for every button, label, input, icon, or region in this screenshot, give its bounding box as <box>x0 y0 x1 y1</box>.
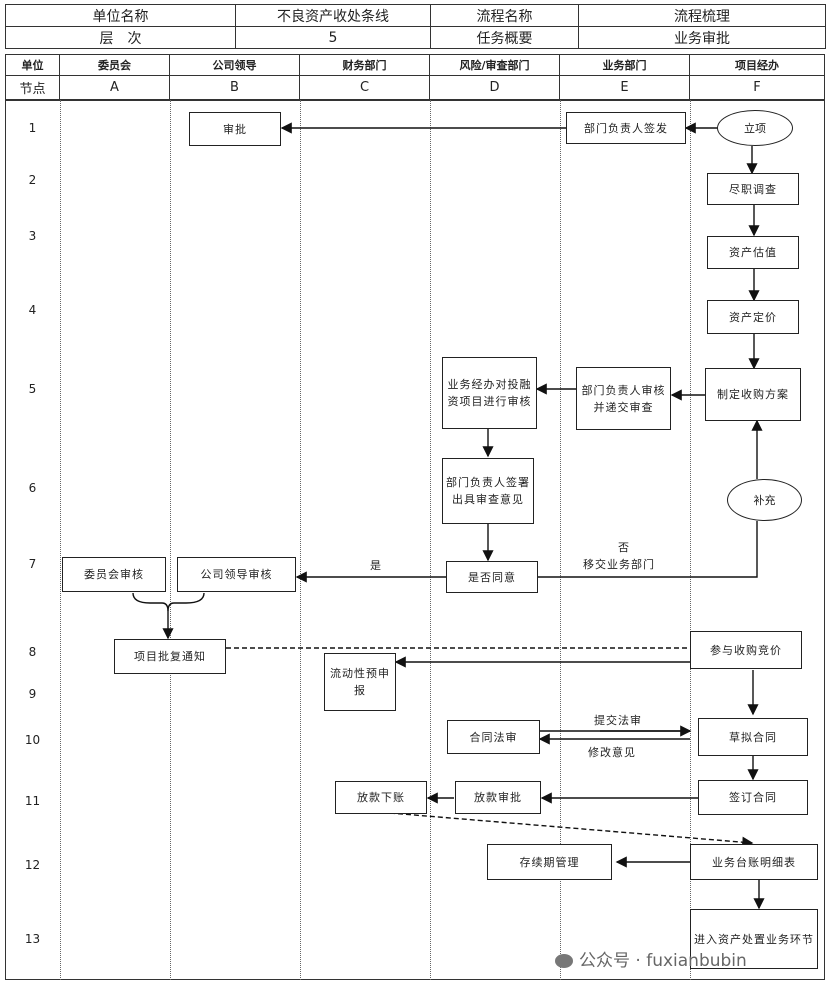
risk-head-opinion-box: 部门负责人签署出具审查意见 <box>442 458 534 524</box>
lane-divider <box>690 100 691 980</box>
node-number: 11 <box>24 794 41 808</box>
disposal-box: 进入资产处置业务环节 <box>690 909 818 969</box>
row-node-label: 节点 <box>5 76 60 100</box>
bidding-box: 参与收购竞价 <box>690 631 802 669</box>
disbursement-review-box: 放款审批 <box>455 781 541 814</box>
task-label: 任务概要 <box>430 26 579 49</box>
acquisition-plan-box: 制定收购方案 <box>705 368 801 421</box>
risk-review-box: 业务经办对投融资项目进行审核 <box>442 357 537 429</box>
due-diligence-box: 尽职调查 <box>707 173 799 205</box>
leader-review-box: 公司领导审核 <box>177 557 296 592</box>
row-letter-a: A <box>60 76 170 100</box>
node-number: 9 <box>28 687 37 701</box>
lane-divider <box>170 100 171 980</box>
asset-pricing-box: 资产定价 <box>707 300 799 334</box>
liquidity-box: 流动性预申报 <box>324 653 396 711</box>
holding-mgmt-box: 存续期管理 <box>487 844 612 880</box>
task-value: 业务审批 <box>578 26 826 49</box>
level-label: 层 次 <box>5 26 236 49</box>
node-number: 7 <box>28 557 37 571</box>
row-letter-c: C <box>300 76 430 100</box>
dept-head-review-box: 部门负责人审核并递交审查 <box>576 367 671 430</box>
flow-frame <box>5 100 825 980</box>
sign-contract-box: 签订合同 <box>698 780 808 815</box>
node-number: 4 <box>28 303 37 317</box>
node-number: 8 <box>28 645 37 659</box>
disbursement-box: 放款下账 <box>335 781 427 814</box>
wechat-icon <box>555 954 573 968</box>
asset-valuation-box: 资产估值 <box>707 236 799 269</box>
draft-contract-box: 草拟合同 <box>698 718 808 756</box>
row-letter-e: E <box>560 76 690 100</box>
ledger-box: 业务台账明细表 <box>690 844 818 880</box>
col-lane-d: 风险/审查部门 <box>430 54 560 76</box>
revise-label: 修改意见 <box>588 746 636 759</box>
col-lane-e: 业务部门 <box>560 54 690 76</box>
row-letter-d: D <box>430 76 560 100</box>
node-number: 6 <box>28 481 37 495</box>
node-number: 13 <box>24 932 41 946</box>
transfer-label: 移交业务部门 <box>583 558 655 571</box>
no-label: 否 <box>618 541 630 554</box>
node-number: 12 <box>24 858 41 872</box>
lane-divider <box>60 100 61 980</box>
approve-box: 审批 <box>189 112 281 146</box>
submit-legal-label: 提交法审 <box>594 714 642 727</box>
start-oval: 立项 <box>717 110 793 146</box>
node-number: 2 <box>28 173 37 187</box>
supplement-oval: 补充 <box>727 479 802 521</box>
node-number: 3 <box>28 229 37 243</box>
header-table: 单位名称 不良资产收处条线 流程名称 流程梳理 层 次 5 任务概要 业务审批 <box>5 4 826 49</box>
contract-legal-box: 合同法审 <box>447 720 540 754</box>
col-lane-c: 财务部门 <box>300 54 430 76</box>
col-lane-b: 公司领导 <box>170 54 300 76</box>
node-number: 1 <box>28 121 37 135</box>
lane-divider <box>430 100 431 980</box>
lane-divider <box>300 100 301 980</box>
node-number: 10 <box>24 733 41 747</box>
row-letter-f: F <box>690 76 825 100</box>
level-value: 5 <box>235 26 431 49</box>
col-unit-label: 单位 <box>5 54 60 76</box>
committee-review-box: 委员会审核 <box>62 557 166 592</box>
yes-label: 是 <box>370 559 382 572</box>
agree-decision-box: 是否同意 <box>446 561 538 593</box>
node-number: 5 <box>28 382 37 396</box>
watermark: 公众号 · fuxianbubin <box>555 946 747 971</box>
approval-notice-box: 项目批复通知 <box>114 639 226 674</box>
col-lane-f: 项目经办 <box>690 54 825 76</box>
row-letter-b: B <box>170 76 300 100</box>
watermark-text: 公众号 · fuxianbubin <box>579 951 747 971</box>
lane-divider <box>560 100 561 980</box>
col-lane-a: 委员会 <box>60 54 170 76</box>
dept-head-sign-box: 部门负责人签发 <box>566 112 686 144</box>
